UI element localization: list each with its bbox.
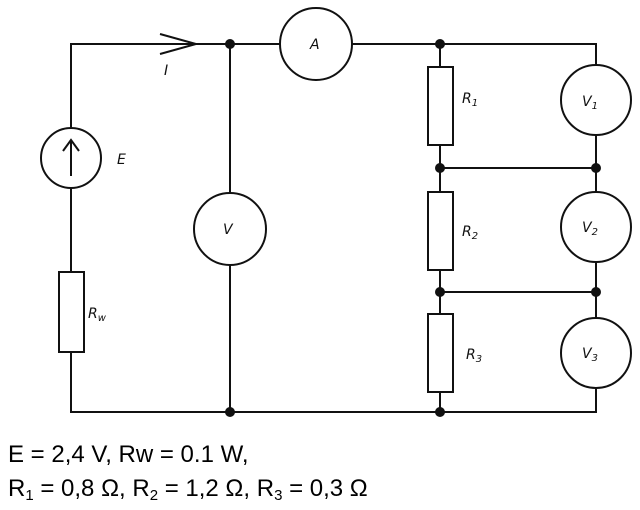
params-line-2: R1 = 0,8 Ω, R2 = 1,2 Ω, R3 = 0,3 Ω [8,472,634,506]
voltmeter-sub: 2 [592,227,598,238]
internal-resistor: Rw [58,271,107,353]
r1-sub: 1 [25,487,34,504]
voltmeter-label: V [582,94,593,110]
resistor-sub: 1 [472,98,478,109]
emf-source: E [40,127,126,189]
voltmeter-sub: 1 [592,101,598,112]
resistor-r1: R1 [427,66,478,146]
resistor-label: R [466,347,476,363]
svg-text:V1: V1 [582,94,598,112]
resistor-r2: R2 [427,191,478,271]
r2-value: = 1,2 Ω, [158,475,257,502]
r1-symbol: R [8,475,26,502]
resistor-label: R [462,91,472,107]
resistor-sub: 3 [476,354,482,365]
ammeter-label: A [309,37,320,53]
r2-sub: 2 [149,487,159,504]
r3-value: = 0,3 Ω [282,475,368,502]
svg-text:R2: R2 [462,224,478,242]
junction-dots [225,39,601,417]
voltmeter-label: V [582,346,593,362]
parameters-text: E = 2,4 V, Rw = 0.1 W, R1 = 0,8 Ω, R2 = … [8,438,634,506]
r2-symbol: R [132,475,150,502]
current-arrow: I [159,33,200,79]
params-line-1: E = 2,4 V, Rw = 0.1 W, [8,441,249,468]
r3-symbol: R [256,475,275,502]
r1-value: = 0,8 Ω, [33,475,133,502]
voltmeter-sub: 3 [592,353,598,364]
voltmeter-v1: V1 [560,64,632,136]
voltmeter-label: V [582,220,593,236]
resistor-label: R [462,224,472,240]
svg-text:Rw: Rw [88,306,107,324]
svg-text:R1: R1 [462,91,478,109]
main-voltmeter: V [193,192,267,266]
r3-sub: 3 [274,487,283,504]
ammeter: A [279,7,353,81]
svg-text:V3: V3 [582,346,598,364]
voltmeter-v2: V2 [560,191,632,263]
svg-text:R3: R3 [466,347,482,365]
circuit-diagram: I E Rw A V R1 R2 R3 V1 V2 [40,7,632,417]
source-label: E [117,152,126,168]
svg-text:V2: V2 [582,220,598,238]
wires [70,43,597,413]
resistor-r3: R3 [427,313,482,393]
internal-resistor-sub: w [98,313,107,324]
resistor-sub: 2 [472,231,478,242]
internal-resistor-label: R [88,306,98,322]
current-label: I [164,63,168,79]
voltmeter-v3: V3 [560,317,632,389]
voltmeter-label: V [223,222,234,238]
